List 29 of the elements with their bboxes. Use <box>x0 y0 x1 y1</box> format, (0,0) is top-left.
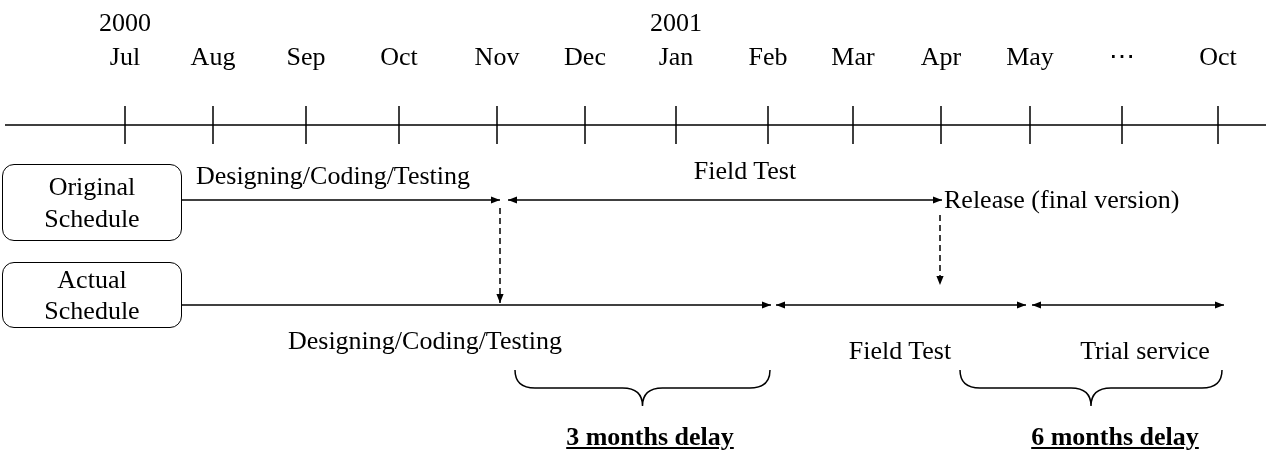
month-label: Nov <box>474 44 520 70</box>
month-label: Apr <box>920 44 962 70</box>
arrow <box>181 301 772 309</box>
dashed-arrow <box>936 214 944 286</box>
phase-label: Field Test <box>848 338 952 364</box>
edge-label: Field Test <box>693 158 797 184</box>
edge-label: Designing/Coding/Testing <box>195 163 471 189</box>
month-label: Jul <box>109 44 141 70</box>
milestone-text: Release (final version) <box>944 187 1180 213</box>
arrow <box>507 196 943 204</box>
arrow <box>181 196 501 204</box>
month-label: Oct <box>1199 44 1237 70</box>
schedule-box: Original Schedule <box>2 164 182 241</box>
delay-note: 6 months delay <box>1031 424 1199 450</box>
phase-label: Trial service <box>1080 338 1210 364</box>
delay-note: 3 months delay <box>566 424 734 450</box>
year-label: 2001 <box>650 10 702 36</box>
month-label: ⋯ <box>1109 44 1135 70</box>
month-label: Oct <box>380 44 418 70</box>
year-label: 2000 <box>99 10 151 36</box>
month-label: May <box>1006 44 1054 70</box>
month-label: Jan <box>658 44 694 70</box>
schedule-box: Actual Schedule <box>2 262 182 328</box>
edge-label: Designing/Coding/Testing <box>287 328 563 354</box>
month-label: Feb <box>748 44 788 70</box>
month-label: Sep <box>286 44 326 70</box>
month-label: Mar <box>831 44 875 70</box>
month-label: Dec <box>564 44 606 70</box>
month-label: Aug <box>190 44 236 70</box>
